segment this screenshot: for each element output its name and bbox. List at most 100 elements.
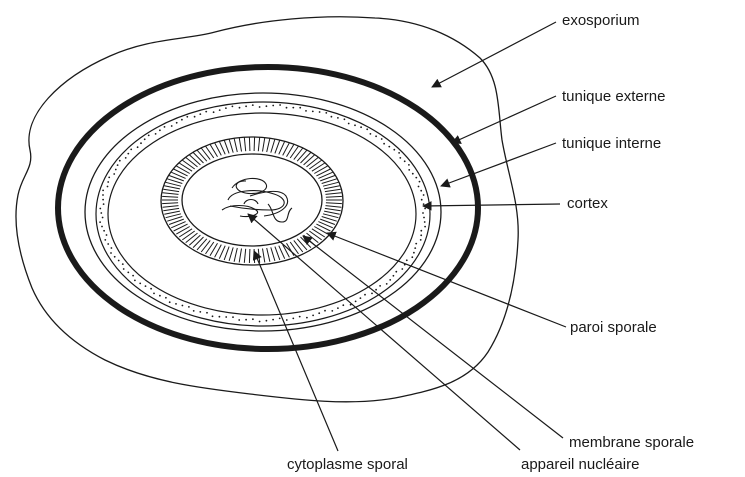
cortex-dot bbox=[420, 190, 422, 192]
tunique-externe-ring bbox=[58, 67, 478, 349]
cortex-dot bbox=[159, 295, 161, 297]
cortex-dot bbox=[252, 104, 254, 106]
paroi-hatch-line bbox=[164, 186, 180, 189]
cortex-dot bbox=[119, 160, 121, 162]
cortex-dot bbox=[148, 135, 150, 137]
paroi-hatch-line bbox=[197, 239, 207, 250]
cortex-dot bbox=[123, 268, 125, 270]
paroi-hatch-line bbox=[244, 249, 245, 263]
cortex-dot bbox=[419, 181, 421, 183]
cortex-dot bbox=[113, 173, 115, 175]
cortex-dot bbox=[393, 275, 395, 277]
cortex-dot bbox=[130, 149, 132, 151]
cortex-dot bbox=[306, 317, 308, 319]
paroi-hatch-line bbox=[186, 157, 198, 167]
cortex-dot bbox=[99, 208, 101, 210]
paroi-sporale-label: paroi sporale bbox=[570, 319, 657, 336]
cortex-dot bbox=[399, 157, 401, 159]
cortex-dot bbox=[406, 259, 408, 261]
cortex-dot bbox=[312, 111, 314, 113]
cortex-dot bbox=[110, 252, 112, 254]
paroi-hatch-line bbox=[201, 148, 210, 160]
paroi-hatch-line bbox=[197, 150, 207, 161]
cortex-dot bbox=[219, 316, 221, 318]
cortex-dot bbox=[423, 203, 425, 205]
cortex-dot bbox=[239, 107, 241, 109]
cortex-dot bbox=[104, 239, 106, 241]
cortex-dot bbox=[312, 315, 314, 317]
cortex-dot bbox=[114, 256, 116, 258]
cortex-dot bbox=[144, 138, 146, 140]
cortex-dot bbox=[127, 153, 129, 155]
exosporium-label: exosporium bbox=[562, 12, 640, 29]
cortex-dot bbox=[415, 177, 417, 179]
paroi-hatch-line bbox=[326, 203, 342, 204]
cortex-dot bbox=[424, 221, 426, 223]
paroi-hatch-line bbox=[164, 211, 180, 214]
tunique-interne-label: tunique interne bbox=[562, 135, 661, 152]
paroi-hatch-line bbox=[234, 248, 237, 262]
cortex-dot bbox=[401, 268, 403, 270]
cortex-dot bbox=[182, 305, 184, 307]
cortex-dot bbox=[420, 230, 422, 232]
cortex-dot bbox=[140, 142, 142, 144]
cortex-dot bbox=[205, 111, 207, 113]
cortex-dot bbox=[366, 128, 368, 130]
paroi-hatch-line bbox=[267, 248, 270, 262]
cortex-dot bbox=[150, 288, 152, 290]
cortex-dot bbox=[134, 280, 136, 282]
cortex-dot bbox=[118, 260, 120, 262]
paroi-hatch-line bbox=[174, 169, 188, 176]
cortex-dot bbox=[279, 318, 281, 320]
cortex-dot bbox=[386, 283, 388, 285]
cortex-dot bbox=[106, 234, 108, 236]
cortex-dot bbox=[299, 316, 301, 318]
paroi-hatch-line bbox=[239, 138, 241, 152]
cortex-dot bbox=[259, 106, 261, 108]
membrane-sporale-label: membrane sporale bbox=[569, 434, 694, 451]
paroi-hatch-line bbox=[254, 137, 255, 151]
cortex-dot bbox=[342, 304, 344, 306]
cortex-dot bbox=[383, 143, 385, 145]
paroi-hatch-line bbox=[326, 196, 342, 197]
paroi-hatch-line bbox=[224, 247, 229, 260]
paroi-hatch-line bbox=[179, 229, 192, 237]
paroi-hatch-line bbox=[201, 240, 210, 252]
paroi-hatch-line bbox=[309, 231, 321, 240]
cortex-dot bbox=[318, 312, 320, 314]
cortex-dot bbox=[422, 212, 424, 214]
paroi-hatch-line bbox=[307, 157, 319, 167]
cortex-dot bbox=[324, 310, 326, 312]
paroi-hatch-line bbox=[271, 139, 275, 153]
cortex-dot bbox=[420, 239, 422, 241]
paroi-hatch-line bbox=[162, 203, 178, 204]
cortex-dot bbox=[188, 306, 190, 308]
paroi-hatch-line bbox=[179, 163, 192, 171]
paroi-hatch-line bbox=[163, 208, 179, 210]
cortex-dot bbox=[381, 138, 383, 140]
paroi-hatch-line bbox=[267, 138, 270, 152]
cortex-dot bbox=[107, 243, 109, 245]
paroi-hatch-line bbox=[275, 247, 280, 260]
cortex-dot bbox=[103, 230, 105, 232]
cortex-dot bbox=[139, 283, 141, 285]
paroi-hatch-line bbox=[326, 206, 342, 208]
tunique-externe-label: tunique externe bbox=[562, 88, 665, 105]
cortex-dot bbox=[175, 303, 177, 305]
cortex-dot bbox=[364, 294, 366, 296]
paroi-hatch-line bbox=[224, 140, 229, 153]
cortex-dot bbox=[199, 311, 201, 313]
cortex-dot bbox=[418, 186, 420, 188]
cortex-dot bbox=[103, 203, 105, 205]
cortex-dot bbox=[169, 301, 171, 303]
cortex-dot bbox=[272, 105, 274, 107]
cortex-dot bbox=[348, 123, 350, 125]
paroi-hatch-line bbox=[294, 148, 303, 160]
cortex-dot bbox=[299, 107, 301, 109]
paroi-hatch-line bbox=[304, 155, 315, 165]
cortex-dot bbox=[379, 285, 381, 287]
cortex-dot bbox=[414, 247, 416, 249]
cortex-dot bbox=[266, 320, 268, 322]
cortex-dot bbox=[155, 133, 157, 135]
